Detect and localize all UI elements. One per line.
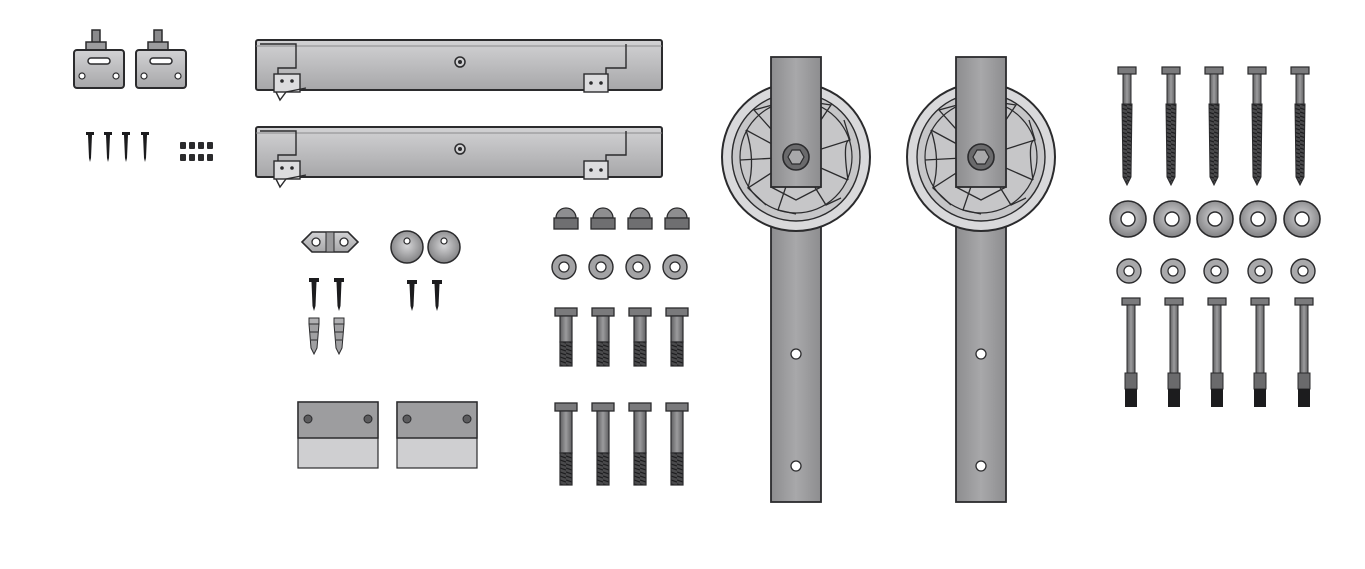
wheel-hanger: [906, 56, 1056, 503]
long-bolts: [554, 402, 689, 486]
door-stops: [390, 230, 461, 264]
flat-washers: [551, 254, 688, 280]
wheel-hanger: [721, 56, 871, 503]
stop-screws: [407, 280, 442, 311]
cap-nuts: [553, 207, 690, 230]
small-washer-holes: [1123, 265, 1309, 277]
floor-guide: [73, 29, 125, 89]
track-connector: [300, 231, 360, 253]
spacer-holes: [1120, 211, 1310, 227]
track-rail: [255, 126, 663, 189]
hanger-bolts: [1121, 297, 1314, 407]
track-rail: [255, 39, 663, 102]
connector-screws: [309, 278, 344, 311]
wall-anchors: [308, 317, 345, 356]
spacer-block: [297, 401, 379, 469]
lag-screws: [1117, 66, 1310, 187]
floor-guide: [135, 29, 187, 89]
short-bolts: [554, 307, 689, 367]
spacer-block: [396, 401, 478, 469]
tiny-screws: [180, 142, 213, 161]
small-screws: [86, 132, 149, 162]
flat-washer-holes: [558, 261, 681, 273]
